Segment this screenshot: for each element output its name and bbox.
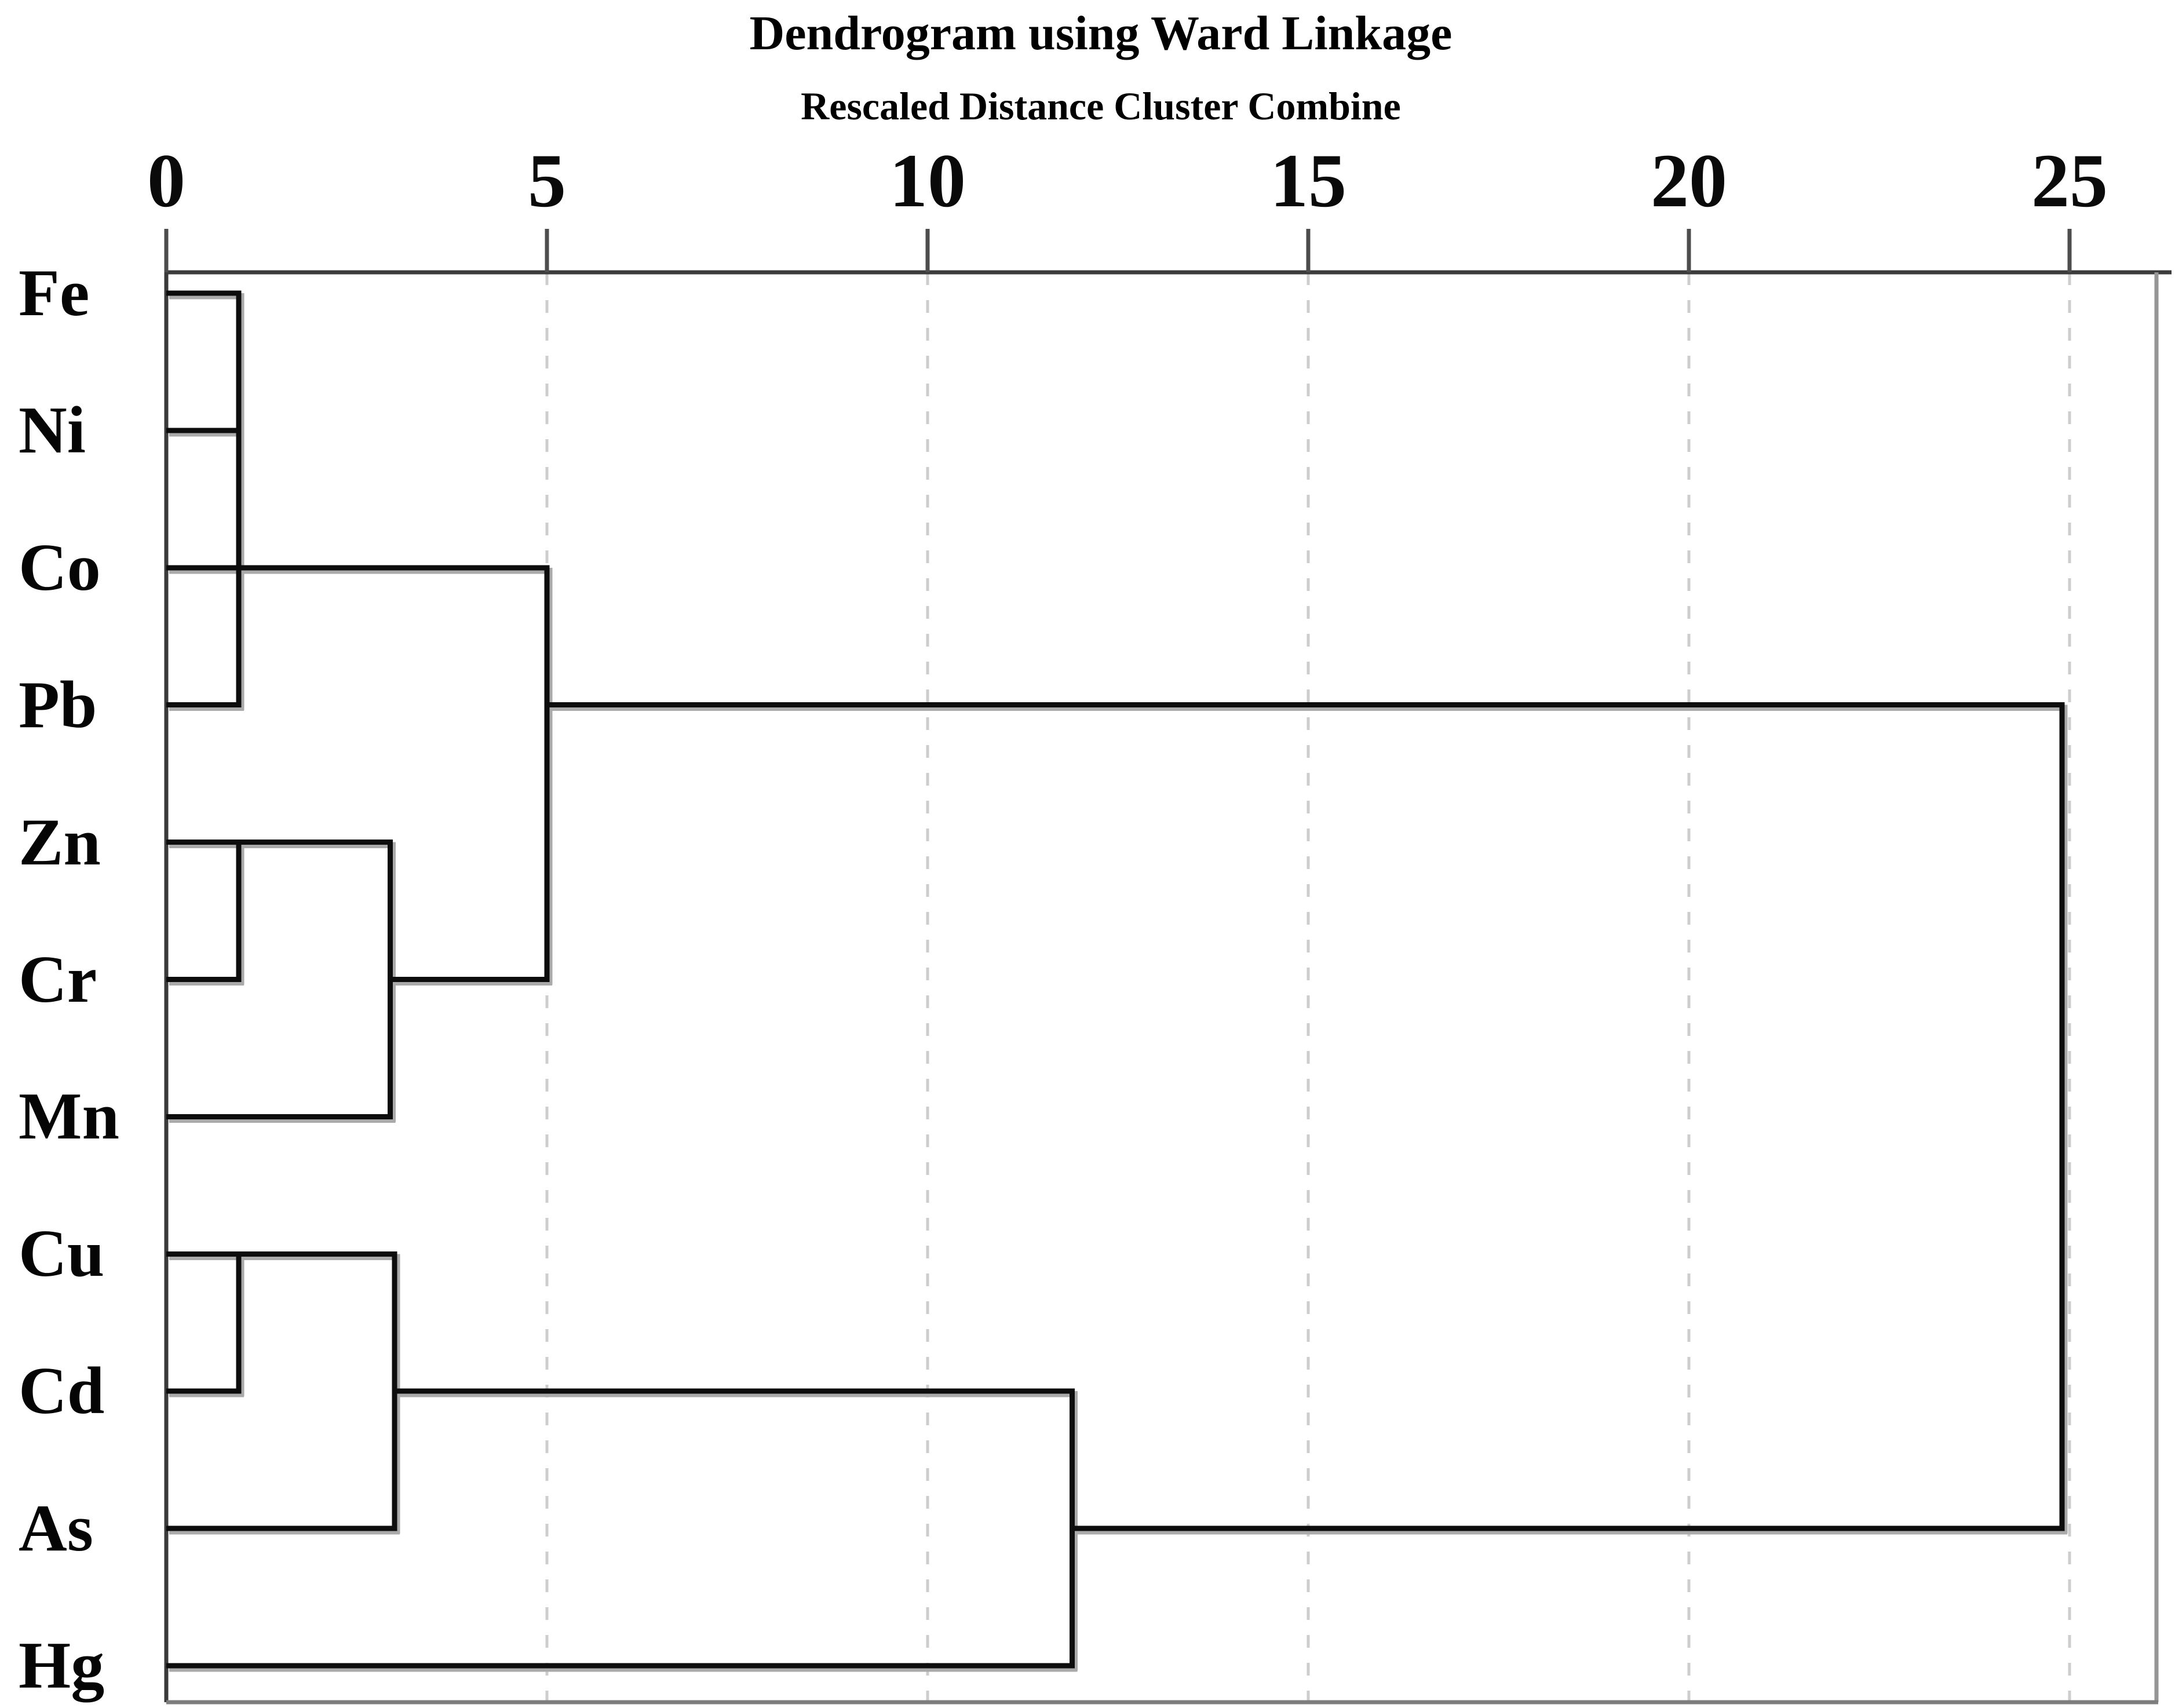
leaf-label-zn: Zn bbox=[19, 805, 101, 879]
leaf-label-fe: Fe bbox=[19, 256, 90, 330]
x-tick-label-5: 5 bbox=[528, 138, 566, 223]
leaf-label-cd: Cd bbox=[19, 1354, 105, 1429]
leaf-label-hg: Hg bbox=[19, 1629, 105, 1703]
x-tick-label-0: 0 bbox=[147, 138, 185, 223]
chart-title: Dendrogram using Ward Linkage bbox=[749, 6, 1453, 60]
x-tick-label-10: 10 bbox=[889, 138, 966, 223]
leaf-label-pb: Pb bbox=[19, 667, 97, 742]
leaf-label-co: Co bbox=[19, 530, 101, 605]
leaf-label-cr: Cr bbox=[19, 942, 97, 1017]
x-tick-label-20: 20 bbox=[1651, 138, 1727, 223]
chart-subtitle: Rescaled Distance Cluster Combine bbox=[801, 84, 1401, 128]
leaf-label-ni: Ni bbox=[19, 393, 86, 468]
leaf-label-as: As bbox=[19, 1491, 93, 1566]
x-tick-label-25: 25 bbox=[2031, 138, 2108, 223]
x-tick-label-15: 15 bbox=[1270, 138, 1346, 223]
leaf-label-mn: Mn bbox=[19, 1079, 119, 1154]
leaf-label-cu: Cu bbox=[19, 1217, 105, 1291]
